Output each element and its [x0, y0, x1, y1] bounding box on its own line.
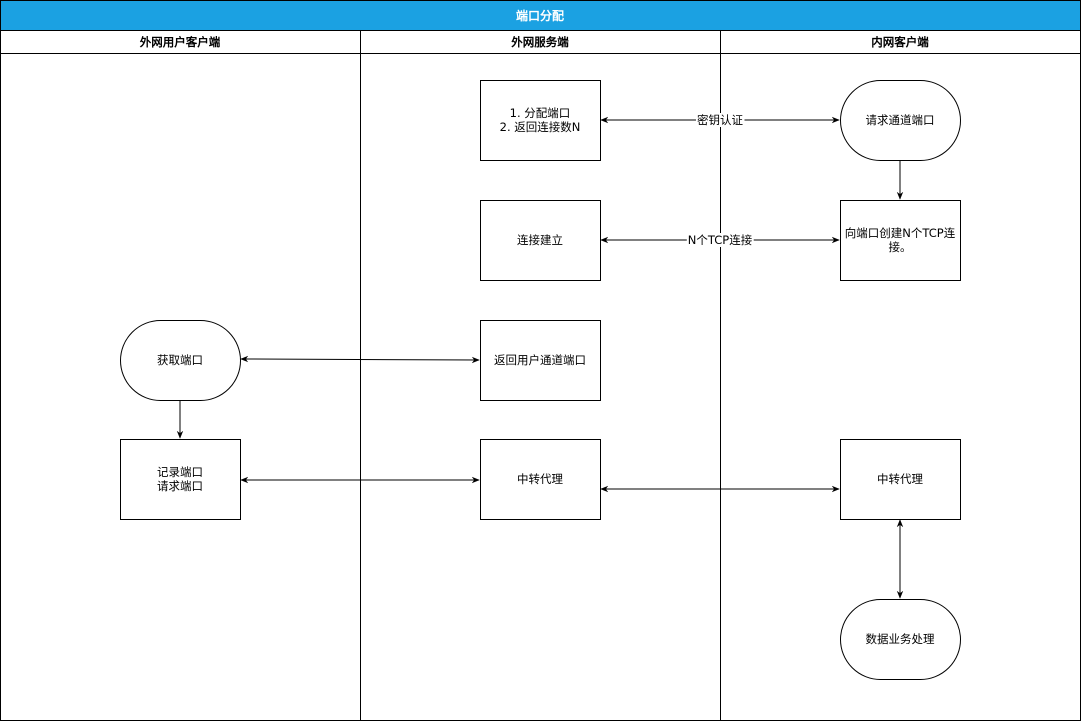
node-relay-server: 中转代理	[480, 439, 601, 520]
node-label: 数据业务处理	[866, 632, 935, 646]
node-label: 获取端口	[157, 353, 203, 367]
node-label: 连接建立	[517, 233, 563, 247]
node-return-user-port: 返回用户通道端口	[480, 320, 601, 401]
node-label: 返回用户通道端口	[494, 353, 586, 367]
lane-header-external-server: 外网服务端	[510, 35, 569, 49]
terminator-shape	[840, 599, 961, 680]
process-box	[480, 320, 601, 401]
node-label: 接。	[889, 240, 912, 254]
node-relay-internal: 中转代理	[840, 439, 961, 520]
node-label: 中转代理	[517, 472, 563, 486]
lane-header-external-client: 外网用户客户端	[139, 35, 221, 49]
process-box	[120, 439, 241, 520]
lane-header-internal-client: 内网客户端	[871, 35, 929, 49]
node-label: 请求通道端口	[866, 113, 935, 127]
title-bar	[0, 0, 1081, 31]
terminator-shape	[840, 80, 961, 161]
node-data-process: 数据业务处理	[840, 599, 961, 680]
terminator-shape	[120, 320, 241, 401]
node-conn-est: 连接建立	[480, 200, 601, 281]
node-label: 1. 分配端口	[510, 106, 571, 120]
process-box	[840, 200, 961, 281]
node-get-port: 获取端口	[120, 320, 241, 401]
node-label: 请求端口	[157, 479, 203, 493]
process-box	[840, 439, 961, 520]
node-label: 中转代理	[877, 472, 923, 486]
node-label: 向端口创建N个TCP连	[845, 226, 956, 240]
edge-get-return	[240, 355, 480, 364]
edge-label-bg	[696, 113, 745, 127]
process-box	[480, 200, 601, 281]
node-req-tunnel: 请求通道端口	[840, 80, 961, 161]
process-box	[480, 439, 601, 520]
edge-labels-layer: 密钥认证 N个TCP连接	[686, 113, 754, 247]
edge-label-bg	[686, 233, 754, 247]
diagram-title: 端口分配	[516, 8, 564, 23]
edge-label-conn-create: N个TCP连接	[688, 233, 753, 247]
process-box	[480, 80, 601, 161]
node-label: 2. 返回连接数N	[500, 120, 581, 134]
edge-label-alloc-req: 密钥认证	[697, 113, 743, 127]
node-label: 记录端口	[157, 465, 203, 479]
